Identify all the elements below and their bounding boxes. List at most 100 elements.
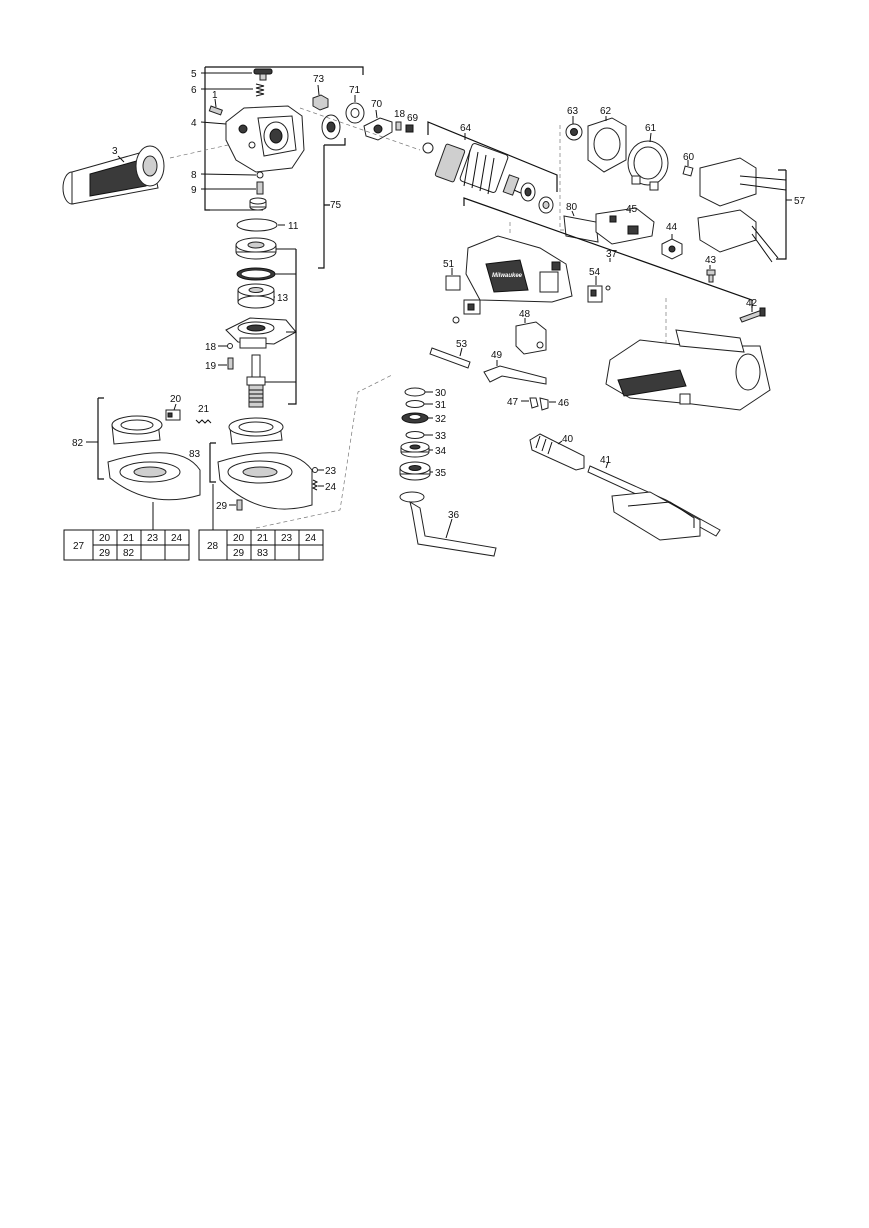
part-flange-plate xyxy=(235,237,277,260)
part-3-side-handle xyxy=(62,145,165,205)
callout-13: 13 xyxy=(277,293,289,304)
part-32-flange xyxy=(401,412,429,424)
callout-30: 30 xyxy=(435,388,447,399)
callout-44: 44 xyxy=(666,222,678,233)
part-42-screw xyxy=(739,307,766,323)
callout-8: 8 xyxy=(191,170,197,181)
part-6-spring xyxy=(255,83,265,97)
part-1-pin xyxy=(208,105,223,116)
callout-62: 62 xyxy=(600,106,612,117)
callout-33: 33 xyxy=(435,431,447,442)
kit-27-cell: 20 xyxy=(99,533,111,544)
callout-47: 47 xyxy=(507,397,519,408)
part-80-label xyxy=(563,215,599,243)
group-bracket-spindle xyxy=(288,249,297,405)
kit-27-cell: 82 xyxy=(123,548,135,559)
callout-75: 75 xyxy=(330,200,342,211)
part-60-clip xyxy=(682,165,694,177)
part-28-guard xyxy=(217,452,313,510)
callout-60: 60 xyxy=(683,152,695,163)
group-bracket-57 xyxy=(776,169,787,260)
part-73-nut xyxy=(312,94,329,111)
callout-48: 48 xyxy=(519,309,531,320)
part-4-gear-housing xyxy=(225,105,305,173)
part-5-knob xyxy=(253,68,273,81)
part-21-spring xyxy=(195,419,212,424)
part-41-cord-plug xyxy=(587,465,721,541)
part-62-brush-holder xyxy=(587,117,627,173)
part-69-screw xyxy=(405,124,414,133)
callout-34: 34 xyxy=(435,446,447,457)
part-49-paddle xyxy=(483,365,547,385)
callout-73: 73 xyxy=(313,74,325,85)
part-53-lever xyxy=(429,347,471,369)
part-bearing-75 xyxy=(321,114,341,140)
bearing-bore xyxy=(542,201,550,209)
part-48-capacitor xyxy=(515,321,547,355)
callout-71: 71 xyxy=(349,85,361,96)
callout-9: 9 xyxy=(191,185,197,196)
callout-5: 5 xyxy=(191,69,197,80)
part-30-washer xyxy=(404,387,426,397)
part-13-bearing xyxy=(237,283,275,309)
part-54-switch xyxy=(587,285,611,303)
brand-mark: Milwaukee xyxy=(492,273,523,279)
part-24-spring xyxy=(311,479,319,491)
callout-64: 64 xyxy=(460,123,472,134)
callout-46: 46 xyxy=(558,398,570,409)
callout-6: 6 xyxy=(191,85,197,96)
callout-23: 23 xyxy=(325,466,337,477)
part-18-screw xyxy=(395,121,402,131)
part-61-ring xyxy=(627,140,669,191)
part-20-clamp-lever xyxy=(165,409,181,421)
kit-27-cell: 24 xyxy=(171,533,183,544)
callout-4: 4 xyxy=(191,118,197,129)
callout-83: 83 xyxy=(189,449,201,460)
part-63-bearing xyxy=(565,123,583,141)
callout-54: 54 xyxy=(589,267,601,278)
part-82-guard-clamp xyxy=(111,415,163,445)
callout-37: 37 xyxy=(606,249,618,260)
callout-63: 63 xyxy=(567,106,579,117)
callout-69: 69 xyxy=(407,113,419,124)
kit-28-cell: 20 xyxy=(233,533,245,544)
part-spindle xyxy=(246,354,266,408)
group-bracket-64 xyxy=(427,121,558,192)
kit-28-cell: 29 xyxy=(233,548,245,559)
part-9-pin xyxy=(256,181,264,195)
part-70-plate xyxy=(363,117,393,141)
part-40-cord-protector xyxy=(529,433,585,471)
part-44-nut xyxy=(661,238,683,260)
kit-28-cell: 24 xyxy=(305,533,317,544)
part-35-nut xyxy=(399,461,431,481)
callout-32: 32 xyxy=(435,414,447,425)
callout-70: 70 xyxy=(371,99,383,110)
callout-45: 45 xyxy=(626,204,638,215)
part-34-flange xyxy=(400,441,430,458)
part-bearing-small xyxy=(249,197,267,211)
callout-18-top: 18 xyxy=(394,109,406,120)
part-11-o-ring xyxy=(236,218,278,232)
part-83-guard-clamp xyxy=(228,417,284,445)
callout-3: 3 xyxy=(112,146,118,157)
callout-80: 80 xyxy=(566,202,578,213)
callout-51: 51 xyxy=(443,259,455,270)
callout-41: 41 xyxy=(600,455,612,466)
kit-28-cell: 23 xyxy=(281,533,293,544)
part-29-screw xyxy=(236,499,243,511)
callout-57: 57 xyxy=(794,196,806,207)
callout-1: 1 xyxy=(212,90,218,101)
part-51-switch-block xyxy=(445,275,461,291)
callout-40: 40 xyxy=(562,434,574,445)
group-bracket-82 xyxy=(97,397,104,480)
kit-27-cell: 21 xyxy=(123,533,135,544)
part-47-clip xyxy=(529,397,539,409)
part-71-bearing xyxy=(345,102,365,124)
part-rear-housing xyxy=(605,329,771,411)
part-23-ball xyxy=(312,467,318,473)
part-33-o-ring xyxy=(405,431,425,439)
callout-43: 43 xyxy=(705,255,717,266)
kit-27-cell: 29 xyxy=(99,548,111,559)
kit-table-28: 28 20 21 23 24 29 83 xyxy=(198,529,324,561)
